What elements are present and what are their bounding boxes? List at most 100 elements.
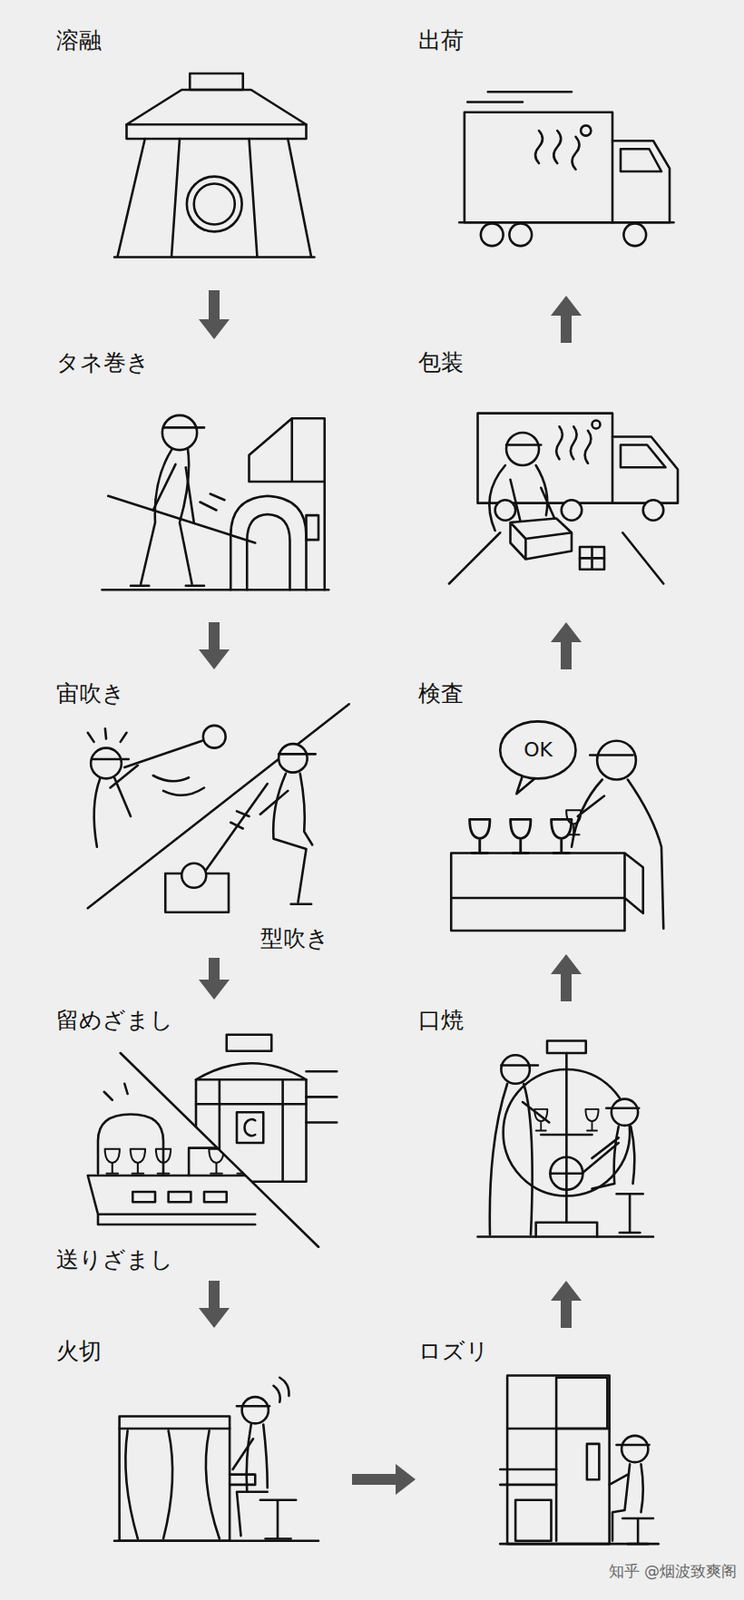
furnace-icon — [114, 73, 315, 258]
cutting-icon-part — [119, 1417, 231, 1542]
annealing-icon-part — [156, 1149, 171, 1175]
fire-polishing-icon — [478, 1041, 655, 1238]
step-label: 包装 — [418, 349, 464, 377]
step-label: タネ巻き — [56, 349, 150, 377]
annealing-icon-part — [195, 1079, 307, 1183]
shipping-icon — [459, 91, 674, 246]
cutting-icon-part — [236, 1405, 270, 1409]
process-step: 出荷 — [417, 23, 690, 294]
annealing-icon-part — [168, 1192, 192, 1203]
fire-polishing-icon-part — [547, 1041, 587, 1055]
grinding-icon-part — [616, 1444, 650, 1448]
cutting-icon-part — [114, 1539, 319, 1543]
packing-icon-part — [561, 499, 583, 521]
gathering-icon-part — [102, 588, 330, 592]
fire-polishing-icon-part — [478, 1235, 655, 1239]
gathering-icon — [102, 415, 330, 590]
inspection-icon-part — [597, 741, 637, 781]
cutting-icon-part — [229, 1475, 255, 1486]
inspection-icon — [450, 721, 664, 931]
flow-arrow — [208, 1281, 220, 1309]
annealing-icon-part — [88, 1084, 266, 1225]
inspection-icon-part — [450, 853, 644, 932]
gathering-icon-part — [130, 449, 205, 587]
fire-polishing-icon-part — [536, 1223, 598, 1238]
step-label: 溶融 — [56, 27, 102, 55]
blowing-icon-part — [181, 863, 206, 889]
flow-arrow — [208, 290, 220, 320]
fire-polishing-icon-part — [581, 1126, 635, 1190]
packing-icon-part — [495, 499, 517, 521]
shipping-icon-part — [612, 140, 670, 223]
blowing-icon-part — [278, 744, 308, 774]
gathering-icon-part — [163, 426, 205, 430]
annealing-icon-part — [132, 1192, 156, 1203]
shipping-icon-part — [620, 148, 662, 172]
gathering-icon-part — [249, 418, 325, 590]
flow-arrow — [560, 315, 572, 343]
blowing-icon-part — [202, 783, 289, 876]
fire-polishing-icon-part — [549, 1157, 583, 1191]
shipping-icon-part — [464, 112, 613, 224]
fire-polishing-icon-part — [503, 1069, 631, 1197]
fire-polishing-icon-part — [540, 1134, 592, 1137]
blowing-icon-part — [203, 725, 226, 749]
annealing-icon-part — [244, 1119, 256, 1136]
annealing-icon-part — [306, 1071, 338, 1123]
grinding-icon-part — [515, 1500, 551, 1542]
annealing-icon-part — [120, 1053, 319, 1248]
annealing-icon-part — [204, 1192, 227, 1203]
blowing-icon-part — [278, 753, 316, 756]
grinding-icon-part — [622, 1518, 654, 1545]
packing-icon-part — [556, 426, 591, 464]
process-step: 留めざまし送りざまし — [45, 1001, 382, 1280]
grinding-icon-part — [507, 1376, 610, 1546]
blowing-icon-part — [230, 811, 249, 829]
shipping-icon-part — [623, 223, 647, 246]
gathering-icon-part — [246, 514, 290, 590]
watermark: 知乎 @烟波致爽阁 — [608, 1562, 737, 1581]
annealing-icon-part — [130, 1149, 146, 1175]
flow-arrow — [208, 622, 220, 650]
cutting-icon-part — [119, 1428, 231, 1431]
annealing-icon-part — [226, 1035, 273, 1052]
flow-arrow — [560, 1301, 572, 1329]
packing-icon-part — [579, 547, 605, 570]
step-label: 検査 — [418, 680, 464, 708]
annealing-icon-part — [236, 1112, 264, 1144]
grinding-icon-part — [499, 1469, 557, 1486]
step-label: ロズリ — [418, 1338, 490, 1366]
inspection-icon-part — [566, 810, 581, 835]
process-step: 包装 — [417, 344, 690, 621]
shipping-icon-part — [467, 91, 572, 102]
fire-polishing-icon-part — [549, 1157, 583, 1191]
annealing-icon-part — [188, 1148, 265, 1176]
gathering-icon-part — [306, 515, 320, 540]
annealing-icon-part — [208, 1149, 224, 1175]
inspection-icon-part — [469, 819, 490, 853]
annealing-icon-part — [88, 1175, 256, 1225]
grinding-icon-part — [556, 1378, 607, 1430]
gathering-icon-part — [200, 494, 226, 511]
process-step: 宙吹き型吹き — [45, 671, 382, 957]
furnace-icon-part — [189, 73, 244, 90]
annealing-icon — [88, 1035, 338, 1248]
shipping-icon-part — [580, 125, 591, 136]
step-label: 宙吹き — [56, 680, 126, 708]
shipping-icon-part — [480, 223, 504, 246]
step-label: 火切 — [56, 1338, 102, 1366]
packing-icon-part — [579, 547, 605, 570]
blowing-icon-part — [153, 775, 205, 796]
blowing-icon-part — [273, 773, 313, 905]
annealing-icon-part — [104, 1084, 128, 1101]
cutting-icon-part — [260, 1500, 296, 1540]
furnace-icon-part — [194, 184, 235, 226]
sub-step-label: 型吹き — [260, 925, 330, 953]
inspection-icon-part — [499, 721, 576, 779]
fire-polishing-icon-part — [585, 1109, 598, 1132]
flow-arrow — [352, 1474, 396, 1486]
furnace-icon-part — [114, 138, 315, 258]
process-step: ロズリ — [417, 1330, 690, 1552]
